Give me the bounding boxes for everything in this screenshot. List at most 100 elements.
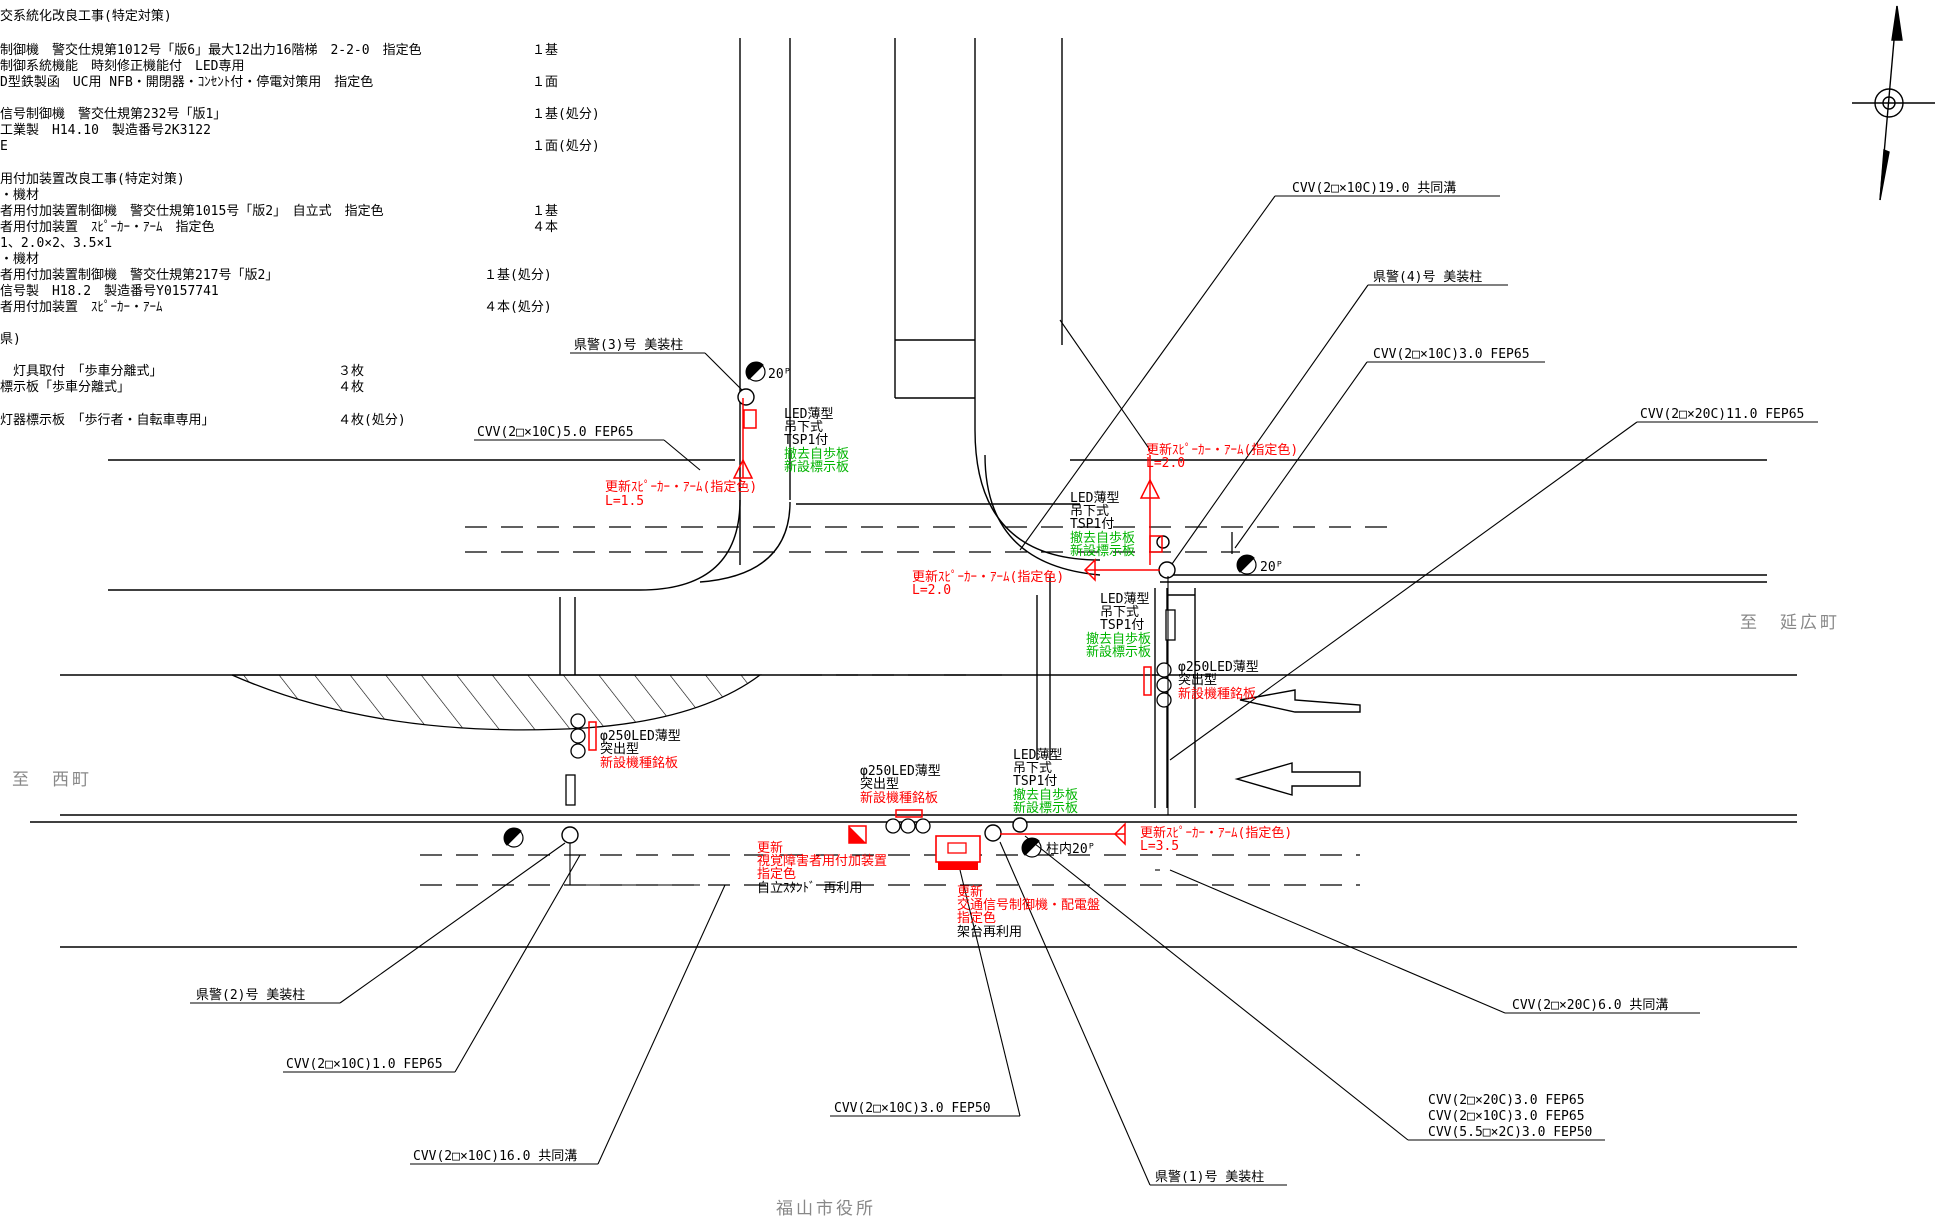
cable-label: CVV(2□×10C)5.0 FEP65 [477,425,634,440]
annot-s-led: TSP1付 [1013,774,1057,789]
cable-label: CVV(2□×10C)19.0 共同溝 [1292,181,1456,196]
annot-ctrl-red: 指定色 [957,910,996,926]
annot-se-arm: 更新ｽﾋﾟｰｶｰ・ｱｰﾑ(指定色) [1140,825,1292,841]
note-line: ・機材 [0,188,39,203]
note-line: 県) [0,332,21,347]
note-qty: ４枚(処分) [338,413,406,428]
hatched-island [231,674,762,731]
note-line: D型鉄製函 UC用 NFB・開閉器・ｺﾝｾﾝﾄ付・停電対策用 指定色 [0,74,373,90]
note-line: 信号製 H18.2 製造番号Y0157741 [0,284,219,299]
annot-e-sig: φ250LED薄型 [1178,660,1259,675]
note-line: 者用付加装置制御機 警交仕規第217号「版2」 [0,267,278,283]
annot-se-arm: L=3.5 [1140,839,1179,854]
annot-nw-arm: 更新ｽﾋﾟｰｶｰ・ｱｰﾑ(指定色) [605,479,757,495]
cable-label: CVV(2□×10C)3.0 FEP65 [1373,347,1530,362]
pole-4 [1158,561,1176,579]
cable-label: CVV(2□×20C)6.0 共同溝 [1512,998,1668,1013]
place-south: 福山市役所 [776,1199,876,1218]
note-line: 者用付加装置 ｽﾋﾟｰｶｰ・ｱｰﾑ [0,300,163,315]
annot-s-led: LED薄型 [1013,748,1062,763]
signal-head-west [570,713,586,759]
annot-ne-green: 新設標示板 [1070,543,1135,559]
note-line: 用付加装置改良工事(特定対策) [0,171,185,187]
nameplate-west [588,721,597,751]
place-west: 至 西町 [12,770,92,790]
note-line: E [0,139,8,154]
note-line: 1、2.0×2、3.5×1 [0,236,112,251]
cable-label: 県警(1)号 美装柱 [1155,1169,1264,1185]
pole-1 [984,824,1002,842]
note-line: 灯器標示板 「歩行者・自転車専用」 [0,413,215,428]
cable-label: CVV(2□×20C)11.0 FEP65 [1640,407,1804,422]
note-qty: １基 [532,204,558,219]
annot-s-green: 撤去自歩板 [1013,787,1078,803]
annot-ne-green: 撤去自歩板 [1070,530,1135,546]
pedestrian-device-fill [849,826,866,843]
annot-ped-red: 指定色 [757,866,796,882]
note-line: 制御機 警交仕規第1012号「版6」最大12出力16階梯 2-2-0 指定色 [0,42,422,58]
annot-nw-arm: L=1.5 [605,494,644,509]
place-east: 至 延広町 [1740,613,1840,633]
annot-s-green: 新設標示板 [1013,800,1078,816]
speaker-arms [732,398,1161,846]
signal-head-east [1156,662,1172,708]
cable-label: 県警(3)号 美装柱 [574,337,683,353]
cable-label: CVV(2□×10C)3.0 FEP65 [1428,1109,1585,1124]
poles [561,388,1176,844]
half-circle-icon [503,827,524,848]
pole-3 [737,388,755,406]
annot-ctrl-red: 交通信号制御機・配電盤 [957,897,1100,913]
note-line: 交系統化改良工事(特定対策) [0,8,172,24]
annot-nw-green: 新設標示板 [784,459,849,475]
annot-c-green: 撤去自歩板 [1086,631,1151,647]
pull-box [565,774,576,806]
note-line: 灯具取付 「歩車分離式」 [0,364,163,379]
annot-ped-red: 視覚障害者用付加装置 [757,853,887,869]
note-qty: １基(処分) [532,107,600,122]
annot-ne-arm: 更新ｽﾋﾟｰｶｰ・ｱｰﾑ(指定色) [1146,442,1298,458]
signal-head-south [885,818,931,834]
nameplate-south [895,809,923,818]
sign-board-nw [743,409,757,429]
pole-2 [561,826,579,844]
pole-size-label: 20ᴾ [1260,560,1283,575]
annot-c-led: LED薄型 [1100,592,1149,607]
cable-label: CVV(2□×10C)1.0 FEP65 [286,1057,443,1072]
annot-w-sig: 突出型 [600,741,639,757]
annot-s-led: 吊下式 [1013,761,1052,776]
signal-controller [935,835,981,863]
note-line: 者用付加装置 ｽﾋﾟｰｶｰ・ｱｰﾑ 指定色 [0,219,215,235]
cable-labels: CVV(2□×10C)19.0 共同溝 県警(4)号 美装柱 CVV(2□×10… [196,181,1804,1185]
annot-e-sig: 突出型 [1178,672,1217,688]
controller-base [938,862,978,870]
note-qty: ４枚 [338,380,364,395]
note-qty: ４本(処分) [484,300,552,315]
note-qty: １面(処分) [532,139,600,154]
half-circle-icon [1236,554,1257,575]
annot-e-sig-red: 新設機種銘板 [1178,686,1256,702]
annot-c-green: 新設標示板 [1086,644,1151,660]
pull-box [1165,609,1176,641]
cable-label: CVV(2□×10C)3.0 FEP50 [834,1101,991,1116]
annot-ped-red: 更新 [757,840,783,856]
leader-lines [190,195,1818,1186]
note-qty: １基 [532,43,558,58]
cable-label: 県警(4)号 美装柱 [1373,269,1482,285]
note-qty: ４本 [532,220,558,235]
note-line: 制御系統機能 時刻修正機能付 LED専用 [0,59,244,74]
note-line: 標示板「歩車分離式」 [0,380,130,395]
annot-nw-green: 撤去自歩板 [784,446,849,462]
annot-w-sig: φ250LED薄型 [600,729,681,744]
half-circle-icon [745,361,766,382]
annot-s-sig-red: 新設機種銘板 [860,790,938,806]
cable-label: CVV(5.5□×2C)3.0 FEP50 [1428,1125,1592,1140]
pole-size-label: 柱内20ᴾ [1046,841,1095,857]
annot-s-sig: φ250LED薄型 [860,764,941,779]
annot-ne-led: TSP1付 [1070,517,1114,532]
annot-c-arm: L=2.0 [912,583,951,598]
annot-c-arm: 更新ｽﾋﾟｰｶｰ・ｱｰﾑ(指定色) [912,569,1064,585]
note-line: 者用付加装置制御機 警交仕規第1015号「版2」 自立式 指定色 [0,203,384,219]
annot-nw-led: TSP1付 [784,433,828,448]
annot-c-led: TSP1付 [1100,618,1144,633]
